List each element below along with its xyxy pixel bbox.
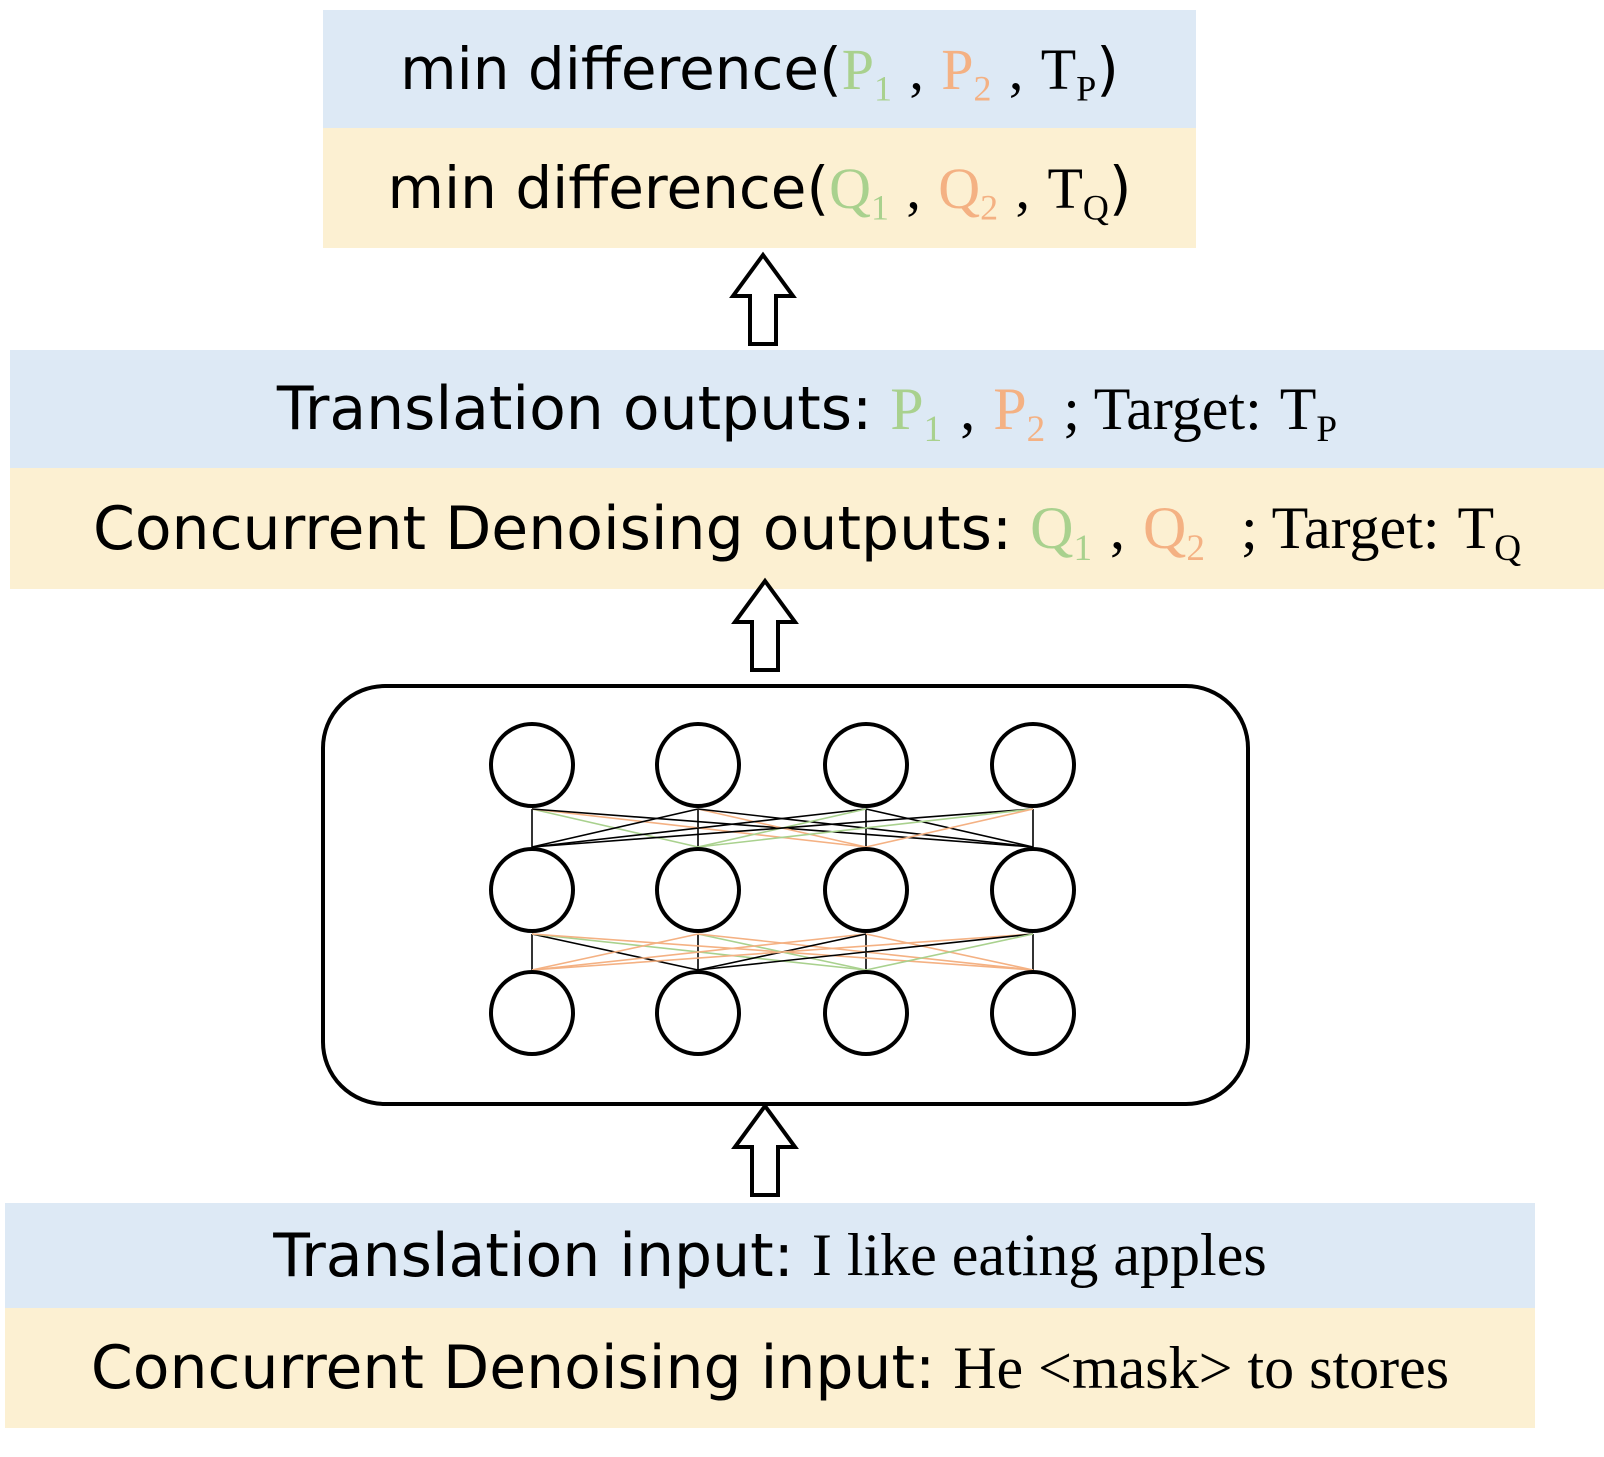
network-edge (531, 808, 1034, 848)
network-edge (697, 933, 1034, 971)
network-node (655, 722, 741, 808)
network-node (990, 722, 1076, 808)
network-node (655, 847, 741, 933)
up-arrow-icon (729, 251, 797, 346)
target-label: ; Target: (1063, 375, 1262, 442)
network-edge (697, 808, 1034, 848)
target-tp: TP (1279, 375, 1338, 450)
objective-suffix: ) (1096, 35, 1119, 103)
network-node (823, 847, 909, 933)
outputs-row-denoising: Concurrent Denoising outputs:Q1, Q2 ; Targ… (10, 468, 1604, 589)
network-node (489, 722, 575, 808)
var-p2: P2 (993, 375, 1046, 450)
var-q1: Q1 (829, 155, 889, 227)
var-q1: Q1 (1030, 495, 1093, 569)
network-edge (531, 808, 867, 848)
network-edges (531, 808, 1034, 971)
objective-suffix: ) (1108, 154, 1132, 222)
separator: , (1008, 36, 1024, 102)
outputs-row-translation: Translation outputs:P1, P2 ; Target: TP (10, 350, 1604, 468)
network-node (489, 847, 575, 933)
outputs-label: Concurrent Denoising outputs: (92, 493, 1013, 564)
separator: , (906, 155, 921, 221)
objective-prefix: min difference( (387, 154, 830, 222)
inputs-value: He <mask> to stores (953, 1334, 1450, 1401)
var-q2: Q2 (938, 155, 999, 227)
var-q2: Q2 (1143, 495, 1205, 569)
var-p1: P1 (890, 375, 943, 450)
target-tq: TQ (1457, 495, 1522, 569)
network-node (823, 722, 909, 808)
network-edge (865, 808, 1034, 848)
model-box (321, 684, 1250, 1106)
network-node (990, 847, 1076, 933)
separator: , (960, 375, 976, 442)
separator: , (909, 36, 924, 102)
network-node (823, 970, 909, 1056)
network-node (990, 970, 1076, 1056)
var-p2: P2 (941, 36, 992, 108)
target-label: ; Target: (1240, 495, 1440, 561)
network-edge (531, 933, 867, 971)
network-edge (531, 808, 699, 848)
inputs-label: Concurrent Denoising input: (90, 1333, 936, 1403)
inputs-label: Translation input: (273, 1220, 794, 1291)
up-arrow-icon (731, 577, 799, 672)
outputs-label: Translation outputs: (276, 374, 873, 444)
network-nodes (489, 722, 1076, 1056)
network-edge (531, 933, 699, 971)
up-arrow-icon (731, 1102, 799, 1197)
objective-row-translation: min difference(P1,P2,TP) (323, 10, 1196, 128)
separator: , (1110, 495, 1126, 561)
var-p1: P1 (841, 36, 892, 108)
inputs-value: I like eating apples (811, 1222, 1267, 1288)
network-edge (531, 933, 1034, 971)
network-node (655, 970, 741, 1056)
separator: , (1015, 155, 1031, 221)
target-tp: TP (1040, 36, 1097, 108)
target-tq: TQ (1047, 155, 1109, 227)
network-edge (865, 933, 1034, 971)
inputs-row-translation: Translation input: I like eating apples (5, 1203, 1535, 1308)
objective-row-denoising: min difference(Q1,Q2,TQ) (323, 128, 1196, 248)
objective-prefix: min difference( (400, 35, 842, 103)
inputs-row-denoising: Concurrent Denoising input: He <mask> to … (5, 1308, 1535, 1428)
network-node (489, 970, 575, 1056)
